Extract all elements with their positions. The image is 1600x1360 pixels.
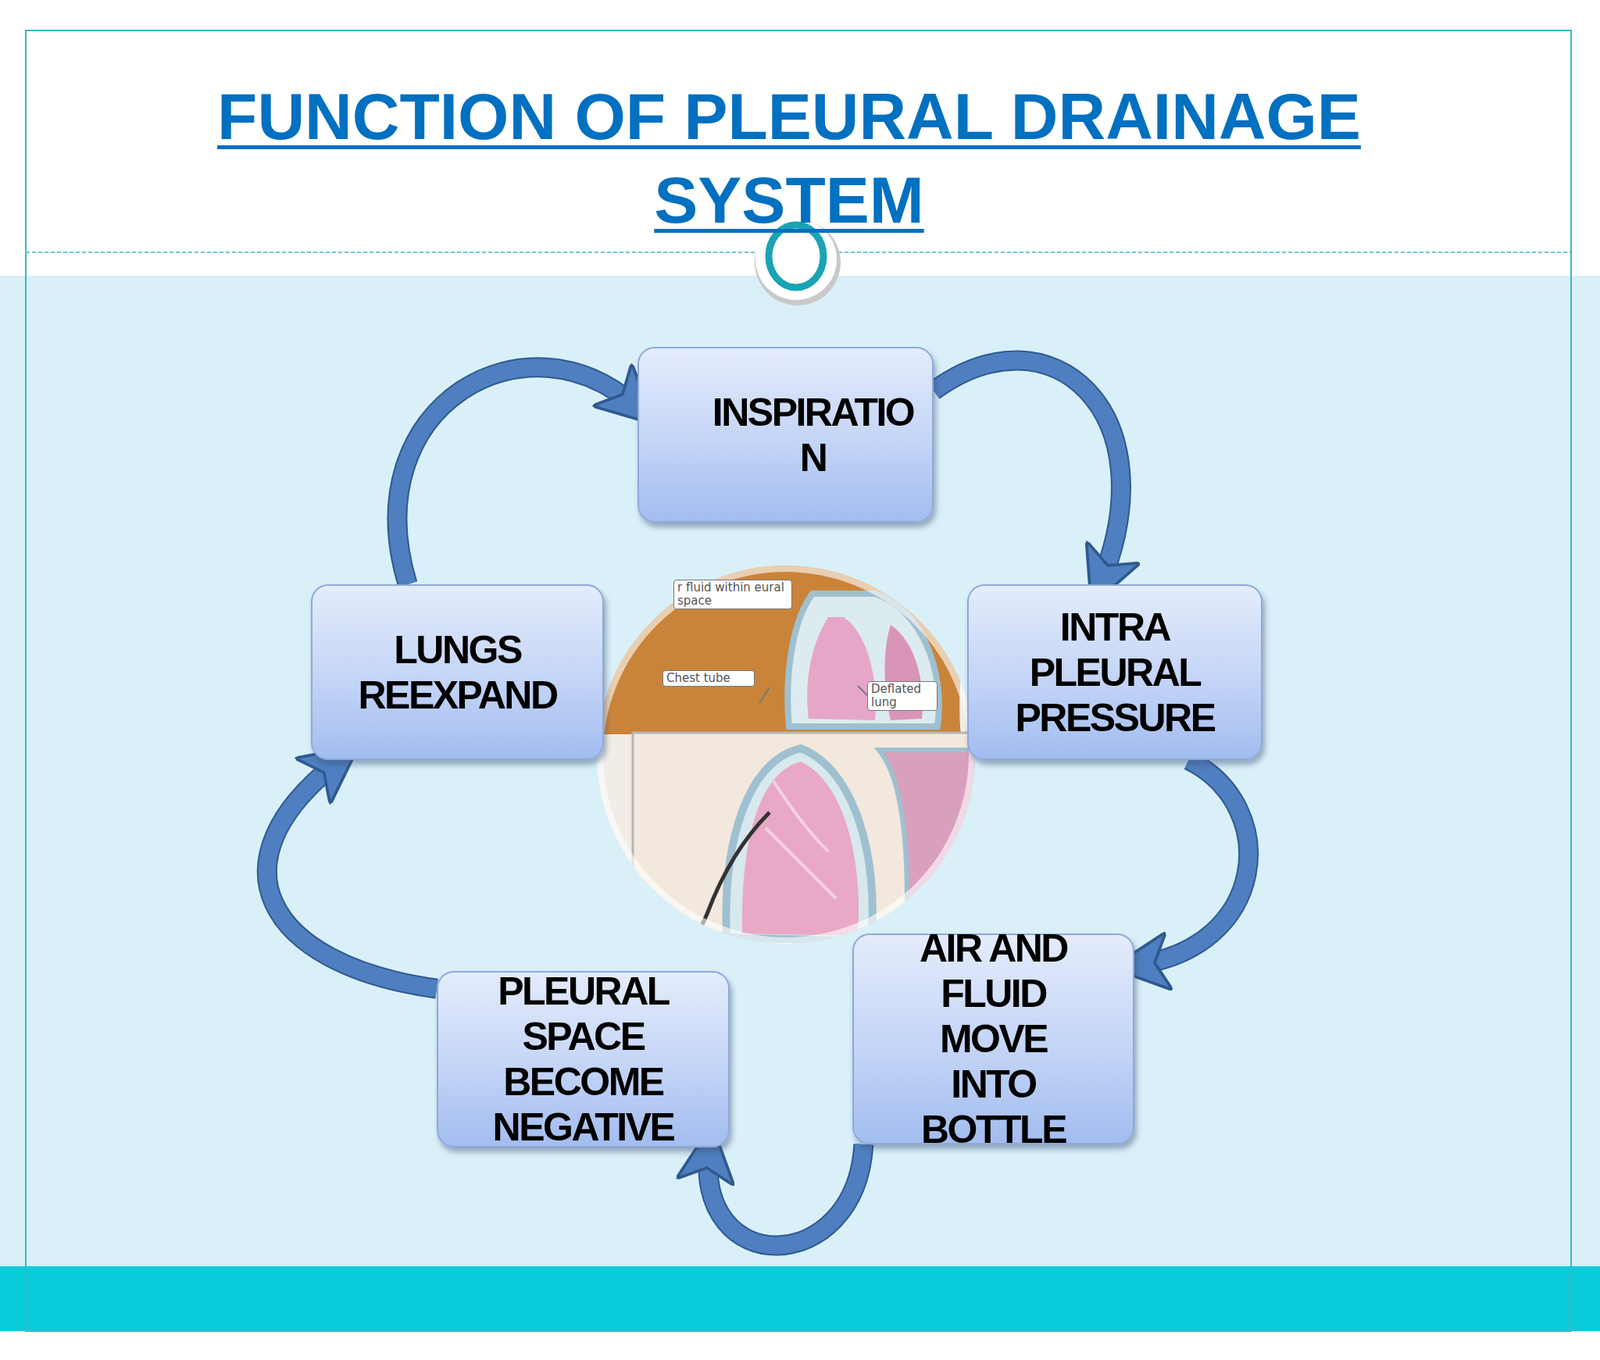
box-label: INSPIRATIO N (696, 389, 931, 481)
arrow-body (397, 367, 638, 585)
process-box: LUNGS REEXPAND (310, 584, 604, 761)
arrow-outline (1134, 760, 1249, 966)
process-box: PLEURAL SPACE BECOME NEGATIVE (436, 971, 730, 1148)
inset-pleura (725, 748, 872, 942)
process-box: INTRA PLEURAL PRESSURE (967, 584, 1263, 761)
arrow-body (267, 760, 437, 990)
curved-arrow (1134, 760, 1249, 966)
inset-panel (632, 732, 977, 960)
box-label: INTRA PLEURAL PRESSURE (997, 604, 1233, 741)
content-panel (0, 275, 1600, 1268)
chest-illustration (593, 562, 985, 961)
slide-border (25, 30, 1572, 1332)
arrow-outline (267, 760, 437, 990)
illustration-vignette (597, 566, 975, 943)
box-label: PLEURAL SPACE BECOME NEGATIVE (466, 968, 701, 1150)
callout-label: Chest tube (662, 670, 755, 687)
leader-line (759, 687, 770, 704)
curved-arrow (397, 367, 638, 585)
arrow-outline (933, 360, 1122, 585)
curved-arrow (933, 360, 1122, 585)
callout-label: Deflated lung (867, 681, 938, 711)
arrow-body (707, 1144, 864, 1247)
arrow-body (1134, 760, 1249, 966)
inset-lung (742, 761, 859, 936)
arrow-outline (397, 367, 638, 585)
box-label: AIR AND FLUID MOVE INTO BOTTLE (896, 925, 1092, 1153)
footer-bar (0, 1266, 1600, 1332)
process-box: INSPIRATIO N (637, 346, 934, 523)
torso-shape (593, 562, 985, 735)
slide-title: FUNCTION OF PLEURAL DRAINAGE SYSTEM (125, 75, 1454, 243)
upper-lung (807, 617, 876, 721)
arrow-body (933, 360, 1122, 585)
curved-arrow (267, 760, 437, 990)
curved-arrow (707, 1144, 864, 1247)
process-box: AIR AND FLUID MOVE INTO BOTTLE (852, 933, 1135, 1145)
arrow-outline (707, 1144, 864, 1247)
lung-lobe-lines (765, 781, 836, 899)
callout-label: r fluid within eural space (673, 579, 793, 610)
pleural-lining (787, 593, 940, 727)
leader-line (857, 685, 868, 696)
box-label: LUNGS REEXPAND (340, 627, 575, 718)
